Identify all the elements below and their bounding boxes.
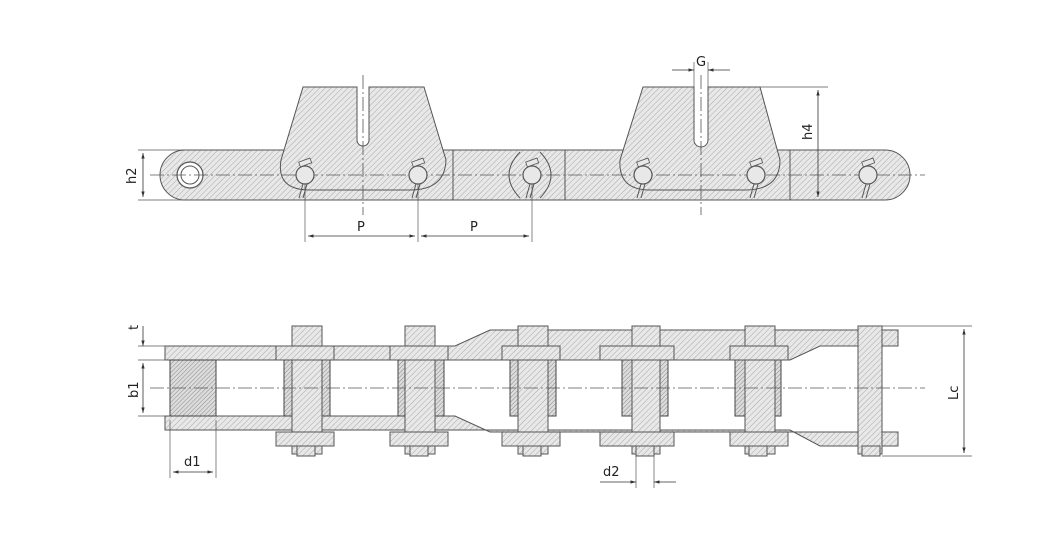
- pin-hole: [408, 157, 428, 199]
- side-view: [164, 325, 899, 457]
- label-P-right: P: [470, 220, 478, 235]
- washer: [389, 431, 449, 447]
- pin-hole: [522, 157, 542, 199]
- washer: [729, 345, 789, 361]
- attachment-left: [279, 86, 447, 191]
- label-d1: d1: [184, 455, 201, 470]
- cotter: [522, 445, 542, 457]
- attachment-right: [619, 86, 781, 191]
- pin-hole: [295, 157, 315, 199]
- pin-hole: [858, 157, 878, 199]
- cotter: [635, 445, 655, 457]
- label-b1: b1: [127, 381, 142, 398]
- label-P-left: P: [357, 220, 365, 235]
- pin: [857, 325, 883, 455]
- pin-hole: [633, 157, 653, 199]
- washer: [501, 345, 561, 361]
- cotter: [409, 445, 429, 457]
- pin-hole: [746, 157, 766, 199]
- label-h4: h4: [801, 123, 816, 140]
- washer: [729, 431, 789, 447]
- dimension-labels: G P P h2 h4 t b1 d1 d2 Lc: [125, 55, 962, 480]
- cotter: [861, 445, 881, 457]
- cotter: [748, 445, 768, 457]
- label-Lc: Lc: [947, 386, 962, 400]
- label-d2: d2: [603, 465, 620, 480]
- label-h2: h2: [125, 167, 140, 184]
- washer: [275, 345, 335, 361]
- label-G: G: [696, 55, 706, 70]
- label-t: t: [127, 325, 142, 330]
- washer: [501, 431, 561, 447]
- cotter: [296, 445, 316, 457]
- washer: [599, 345, 675, 361]
- washer: [389, 345, 449, 361]
- washer: [275, 431, 335, 447]
- washer: [599, 431, 675, 447]
